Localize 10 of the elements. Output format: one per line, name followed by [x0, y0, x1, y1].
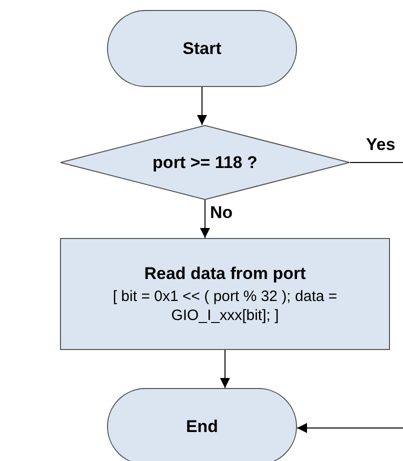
node-title: End [186, 416, 218, 438]
node-title: Start [182, 38, 222, 60]
process-box [60, 238, 390, 350]
node-body: [ bit = 0x1 << ( port % 32 ); data = GIO_I_xxx[bit]; ] [112, 288, 338, 326]
arrow [200, 200, 210, 238]
arrow [197, 86, 207, 126]
arrow [296, 423, 403, 433]
arrow [220, 350, 230, 388]
node-title: Read data from port [144, 262, 306, 284]
node-title: port >= 118 ? [152, 152, 258, 174]
